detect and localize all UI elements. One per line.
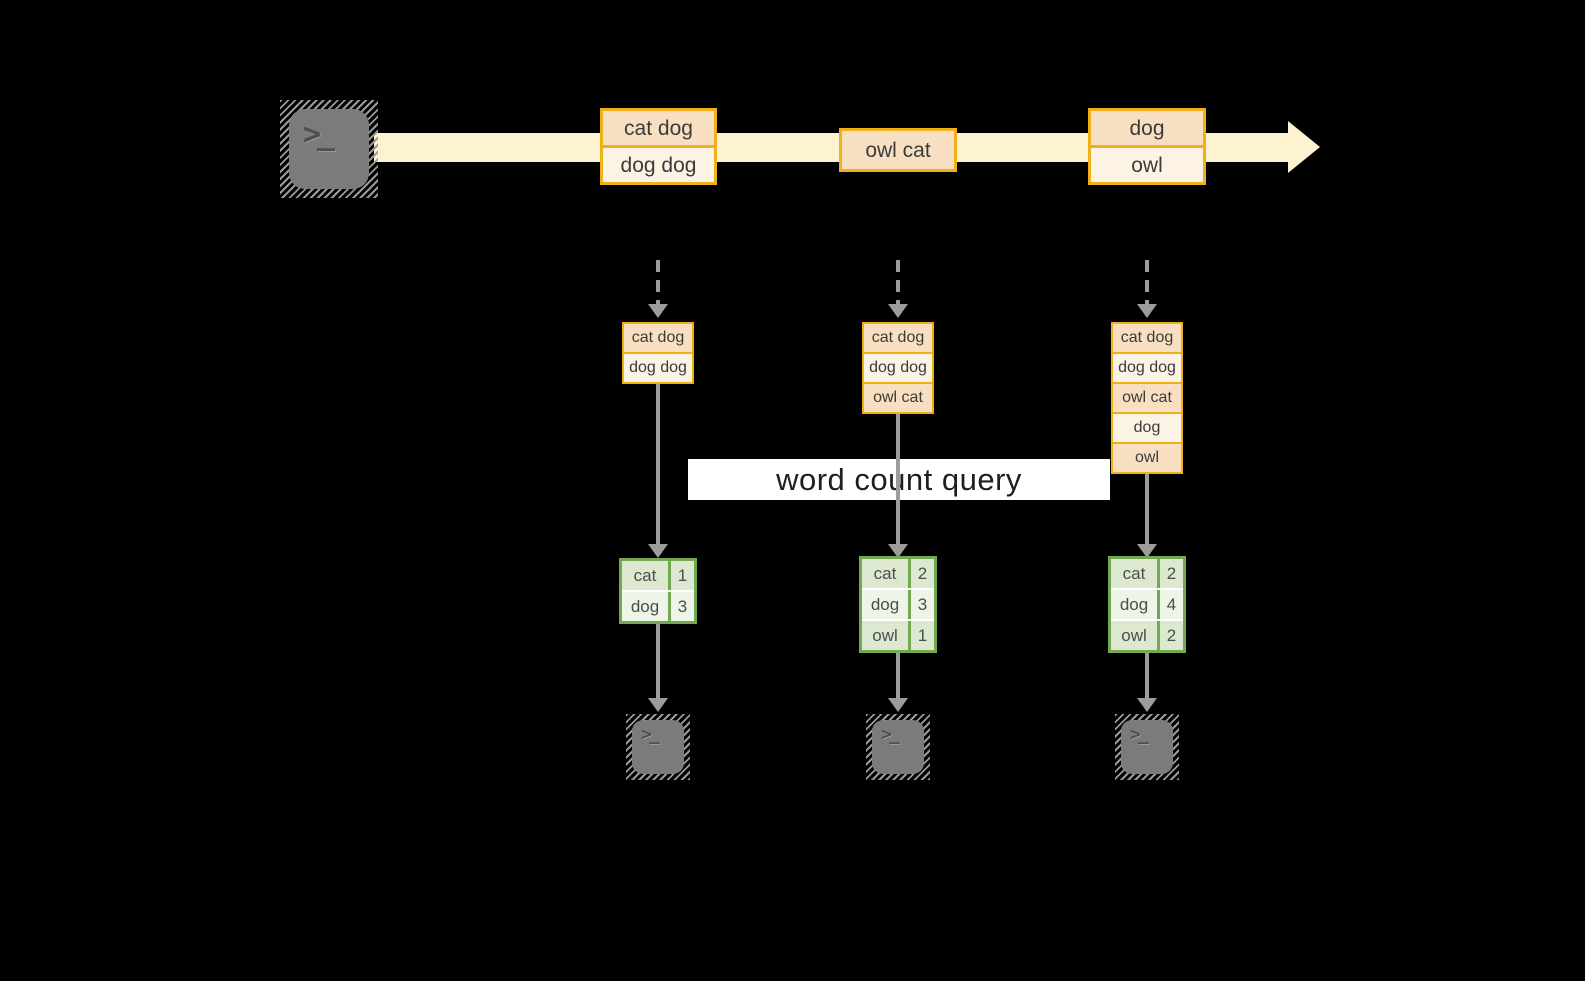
word-cell: cat: [862, 559, 908, 588]
sink-terminal-icon-1: >_: [626, 714, 690, 780]
word-cell: owl: [1111, 621, 1157, 650]
count-cell: 2: [911, 559, 934, 588]
terminal-screen: >_: [872, 720, 924, 774]
batch-line: owl cat: [842, 131, 954, 169]
state-line: cat dog: [1113, 324, 1181, 352]
query-arrowhead-icon: [1137, 544, 1157, 558]
word-cell: dog: [862, 590, 908, 619]
count-cell: 2: [1160, 559, 1183, 588]
terminal-screen: >_: [632, 720, 684, 774]
table-row: cat 2: [862, 559, 934, 588]
state-batch-3: cat dog dog dog owl cat dog owl: [1111, 322, 1183, 474]
state-batch-1: cat dog dog dog: [622, 322, 694, 384]
result-table-3: cat 2 dog 4 owl 2: [1108, 556, 1186, 653]
word-cell: dog: [622, 592, 668, 621]
word-cell: cat: [1111, 559, 1157, 588]
result-table-2: cat 2 dog 3 owl 1: [859, 556, 937, 653]
word-cell: cat: [622, 561, 668, 590]
dashed-arrow-line: [896, 260, 900, 306]
sink-arrow-line: [1145, 653, 1149, 698]
state-line: dog dog: [864, 354, 932, 382]
terminal-screen: >_: [1121, 720, 1173, 774]
query-arrowhead-icon: [888, 544, 908, 558]
terminal-prompt-icon: >_: [303, 117, 335, 152]
state-line: cat dog: [624, 324, 692, 352]
table-row: cat 1: [622, 561, 694, 590]
count-cell: 4: [1160, 590, 1183, 619]
result-table-1: cat 1 dog 3: [619, 558, 697, 624]
sink-arrowhead-icon: [1137, 698, 1157, 712]
state-line: owl cat: [1113, 384, 1181, 412]
source-terminal-icon: >_: [280, 100, 378, 198]
batch-line: cat dog: [603, 111, 714, 145]
terminal-prompt-icon: >_: [641, 724, 660, 745]
dashed-arrowhead-icon: [888, 304, 908, 318]
stream-batch-3: dog owl: [1088, 108, 1206, 185]
stream-batch-2: owl cat: [839, 128, 957, 172]
batch-line: dog: [1091, 111, 1203, 145]
query-arrow-line: [656, 384, 660, 544]
word-cell: owl: [862, 621, 908, 650]
state-batch-2: cat dog dog dog owl cat: [862, 322, 934, 414]
state-line: dog dog: [624, 354, 692, 382]
sink-arrowhead-icon: [648, 698, 668, 712]
word-cell: dog: [1111, 590, 1157, 619]
count-cell: 1: [671, 561, 694, 590]
table-row: dog 4: [1111, 590, 1183, 619]
dashed-arrowhead-icon: [1137, 304, 1157, 318]
sink-terminal-icon-2: >_: [866, 714, 930, 780]
query-arrow-line: [896, 414, 900, 544]
count-cell: 1: [911, 621, 934, 650]
dashed-arrow-line: [656, 260, 660, 306]
table-row: dog 3: [622, 592, 694, 621]
sink-arrow-line: [896, 653, 900, 698]
batch-line: owl: [1091, 148, 1203, 182]
stream-batch-1: cat dog dog dog: [600, 108, 717, 185]
state-line: cat dog: [864, 324, 932, 352]
sink-arrow-line: [656, 624, 660, 698]
count-cell: 3: [671, 592, 694, 621]
terminal-screen: >_: [289, 109, 369, 189]
state-line: dog dog: [1113, 354, 1181, 382]
state-line: owl cat: [864, 384, 932, 412]
terminal-prompt-icon: >_: [1130, 724, 1149, 745]
sink-terminal-icon-3: >_: [1115, 714, 1179, 780]
batch-line: dog dog: [603, 148, 714, 182]
terminal-prompt-icon: >_: [881, 724, 900, 745]
table-row: cat 2: [1111, 559, 1183, 588]
table-row: dog 3: [862, 590, 934, 619]
count-cell: 3: [911, 590, 934, 619]
query-arrow-line: [1145, 474, 1149, 544]
sink-arrowhead-icon: [888, 698, 908, 712]
stream-arrowhead-icon: [1288, 121, 1320, 173]
dashed-arrow-line: [1145, 260, 1149, 306]
state-line: owl: [1113, 444, 1181, 472]
table-row: owl 2: [1111, 621, 1183, 650]
dashed-arrowhead-icon: [648, 304, 668, 318]
count-cell: 2: [1160, 621, 1183, 650]
state-line: dog: [1113, 414, 1181, 442]
table-row: owl 1: [862, 621, 934, 650]
query-arrowhead-icon: [648, 544, 668, 558]
